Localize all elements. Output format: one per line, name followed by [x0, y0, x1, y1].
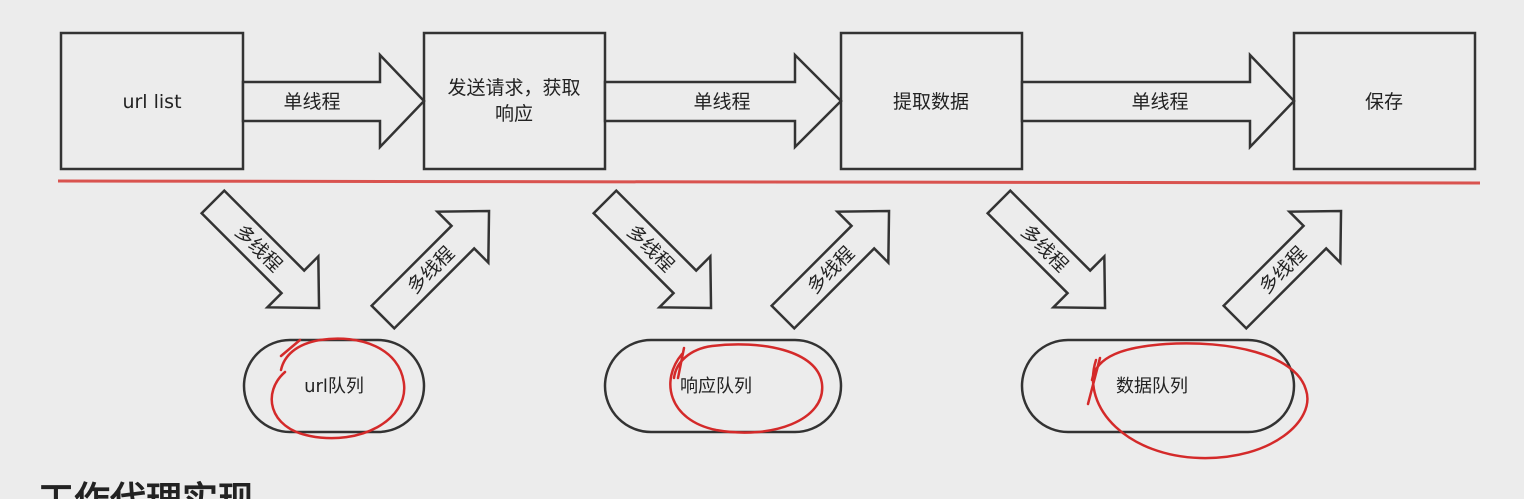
box-url-list — [59, 31, 245, 171]
multi-thread-arrow-down-3: 多线程 — [985, 188, 1107, 310]
single-thread-arrow-1 — [241, 51, 426, 151]
separator-line — [57, 179, 1481, 185]
annotation-circle-response-queue — [669, 343, 824, 434]
multi-thread-arrow-up-2: 多线程 — [769, 209, 891, 331]
box-extract-data-label: 提取数据 — [893, 91, 969, 113]
queue-data — [1020, 338, 1296, 434]
box-send-request-label-line1: 发送请求，获取 — [447, 77, 580, 99]
box-send-request-label-line2: 响应 — [495, 103, 533, 125]
multi-thread-arrow-down-2: 多线程 — [591, 188, 713, 310]
single-thread-arrow-1-label: 单线程 — [283, 91, 340, 113]
bottom-heading-partial: 工作代理实现 — [38, 480, 254, 499]
single-thread-arrow-2 — [603, 51, 843, 151]
multi-thread-arrow-up-3: 多线程 — [1221, 209, 1343, 331]
queue-response-label: 响应队列 — [680, 376, 752, 397]
single-thread-arrow-3-label: 单线程 — [1131, 91, 1188, 113]
box-send-request — [422, 31, 607, 171]
queue-url-label: url队列 — [304, 376, 364, 397]
multi-thread-arrow-up-1: 多线程 — [369, 209, 491, 331]
single-thread-arrow-2-label: 单线程 — [693, 91, 750, 113]
queue-data-label: 数据队列 — [1116, 376, 1188, 397]
multi-thread-arrow-down-1: 多线程 — [199, 188, 321, 310]
queue-url — [242, 338, 426, 434]
box-extract-data — [839, 31, 1024, 171]
box-url-list-label: url list — [122, 91, 181, 113]
box-save-label: 保存 — [1365, 91, 1403, 113]
annotation-circle-url-queue — [270, 337, 406, 440]
annotation-circle-data-queue — [1086, 342, 1309, 460]
box-save — [1292, 31, 1477, 171]
single-thread-arrow-3 — [1020, 51, 1296, 151]
